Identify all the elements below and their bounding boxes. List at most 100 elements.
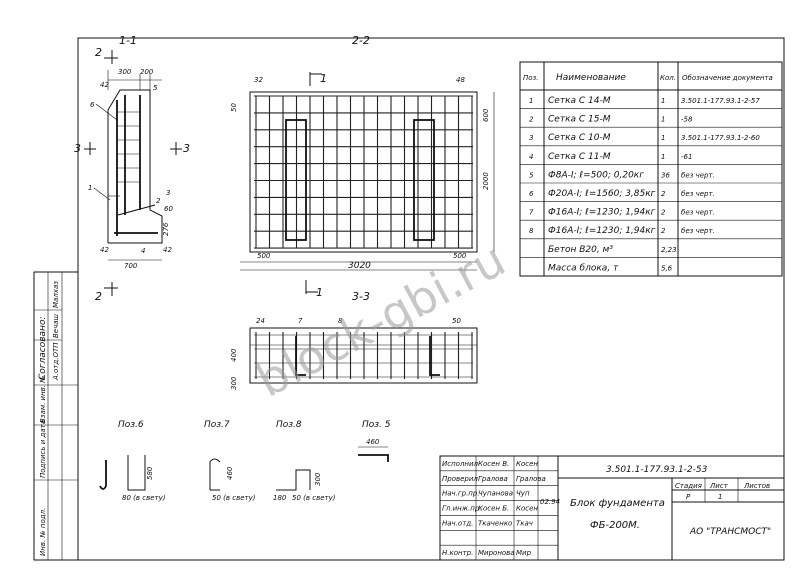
mesh-grid-3-3 (254, 332, 473, 379)
spec-cell-7-1: Ф16А-I; ℓ=1230; 1,94кг (548, 226, 656, 236)
organization: АО "ТРАНСМОСТ" (689, 527, 771, 537)
dim-200: 200 (140, 68, 154, 76)
role-signature: Гралова (516, 475, 546, 483)
role-name: Чупанова (478, 490, 513, 498)
dim-50: 50 (230, 103, 238, 112)
stamp-cell-3: Малхаз (52, 281, 60, 308)
spec-cell-3-1: Сетка С 11-М (548, 152, 611, 162)
dim-3020: 3020 (348, 261, 371, 271)
cut-1-top-label: 1 (320, 72, 327, 85)
watermark-text: block-gbi.ru (248, 232, 514, 408)
stage-label: Стадия (675, 482, 702, 490)
dim-24: 24 (256, 317, 265, 325)
spec-cell-3-2: 1 (661, 153, 665, 161)
spec-cell-5-3: без черт. (681, 190, 715, 198)
spec-cell-2-0: 3 (529, 134, 533, 142)
role-label: Нач.гр.пр. (442, 490, 480, 498)
pos-3: 3 (166, 189, 170, 197)
date: 02.94 (540, 498, 560, 506)
spec-cell-0-0: 1 (529, 97, 533, 105)
spec-cell-4-0: 5 (529, 171, 534, 179)
spec-cell-3-0: 4 (529, 153, 533, 161)
dim-2000: 2000 (482, 172, 490, 190)
role-signature: Мир (516, 549, 532, 557)
poz-7-label: Поз.7 (204, 420, 230, 430)
spec-header-name: Наименование (556, 73, 626, 83)
pos-4: 4 (141, 247, 145, 255)
lifting-loop (413, 119, 435, 241)
spec-cell-4-1: Ф8А-I; ℓ=500; 0,20кг (548, 170, 644, 180)
stamp-label-1: Взам. инв. № (39, 375, 47, 423)
spec-cell-1-2: 1 (661, 116, 665, 124)
dim-50-33: 50 (452, 317, 461, 325)
dim-276: 276 (162, 222, 170, 236)
left-stamp: Согласовано: А.отд.ОТП Вечаш Малхаз Взам… (33, 271, 79, 561)
pos-6: 6 (90, 101, 95, 109)
position-details: Поз.6 580 80 (в свету) Поз.7 460 50 (в с… (99, 420, 391, 502)
spec-cell-8-2: 2,23 (661, 246, 677, 254)
spec-cell-9-1: Масса блока, т (548, 263, 619, 273)
dim-500b: 500 (453, 252, 467, 260)
spec-header-pos: Поз. (523, 74, 539, 82)
spec-cell-6-3: без черт. (681, 209, 715, 217)
stamp-label-2: Подпись и дата (39, 420, 47, 478)
role-name: Гралова (478, 475, 508, 483)
title-line-2: ФБ-200М. (590, 520, 640, 531)
dim-42b: 42 (100, 246, 109, 254)
spec-cell-2-3: 3.501.1-177.93.1-2-60 (681, 134, 760, 142)
role-signature: Косен (516, 460, 538, 468)
sheet-label: Лист (709, 482, 729, 490)
poz-6-80: 80 (в свету) (122, 494, 166, 502)
spec-cell-2-1: Сетка С 10-М (548, 133, 611, 143)
spec-cell-0-3: 3.501.1-177.93.1-2-57 (681, 97, 760, 105)
sheet-value: 1 (718, 493, 722, 501)
dim-700: 700 (124, 262, 138, 270)
poz-7-50: 50 (в свету) (212, 494, 256, 502)
spec-cell-5-0: 6 (529, 190, 534, 198)
cut-3-right-label: 3 (183, 142, 190, 155)
spec-cell-6-1: Ф16А-I; ℓ=1230; 1,94кг (548, 208, 656, 218)
section-3-3-title: 3-3 (352, 290, 370, 303)
section-3-3: 3-3 24 7 8 50 400 300 (230, 290, 478, 390)
dim-48: 48 (456, 76, 465, 84)
spec-cell-7-3: без черт. (681, 227, 715, 235)
dim-42c: 42 (163, 246, 172, 254)
spec-cell-0-1: Сетка С 14-М (548, 96, 611, 106)
agreed-label: Согласовано: (38, 317, 48, 380)
section-1-1-title: 1-1 (119, 34, 137, 47)
role-signature: Ткач (516, 519, 533, 527)
spec-cell-8-1: Бетон В20, м³ (548, 245, 613, 255)
poz-5-460: 460 (366, 438, 380, 446)
spec-cell-7-2: 2 (661, 227, 666, 235)
dim-300: 300 (118, 68, 132, 76)
doc-code: 3.501.1-177.93.1-2-53 (606, 465, 708, 475)
role-label: Н.контр. (442, 549, 473, 557)
role-name: Косен В. (478, 460, 509, 468)
poz-5-label: Поз. 5 (362, 420, 391, 430)
poz-6-label: Поз.6 (118, 420, 144, 430)
section-2-2-title: 2-2 (352, 34, 370, 47)
dim-60: 60 (164, 205, 173, 213)
stamp-cell-2: Вечаш (52, 313, 60, 338)
role-name: Ткаченко (478, 519, 512, 527)
poz-8-300: 300 (314, 472, 322, 486)
lifting-loop (285, 119, 307, 241)
spec-cell-1-3: -58 (681, 116, 693, 124)
cut-2-bottom-label: 2 (95, 290, 102, 303)
spec-cell-2-2: 1 (661, 134, 665, 142)
role-signature: Чуп (516, 490, 530, 498)
dim-500a: 500 (257, 252, 271, 260)
role-label: Нач.отд. (442, 519, 473, 527)
spec-cell-4-2: 36 (661, 171, 670, 179)
section-2-2: 2-2 32 48 50 600 2000 500 500 3020 1 1 (230, 34, 495, 299)
poz-8-label: Поз.8 (276, 420, 302, 430)
spec-cell-6-0: 7 (529, 209, 534, 217)
cut-2-top-label: 2 (95, 46, 102, 59)
dim-32: 32 (254, 76, 263, 84)
poz-8-180: 180 (273, 494, 287, 502)
title-line-1: Блок фундамента (570, 498, 665, 509)
pos-1: 1 (88, 184, 92, 192)
spec-header-qty: Кол. (660, 74, 676, 82)
spec-table: Поз. Наименование Кол. Обозначение докум… (519, 61, 783, 277)
